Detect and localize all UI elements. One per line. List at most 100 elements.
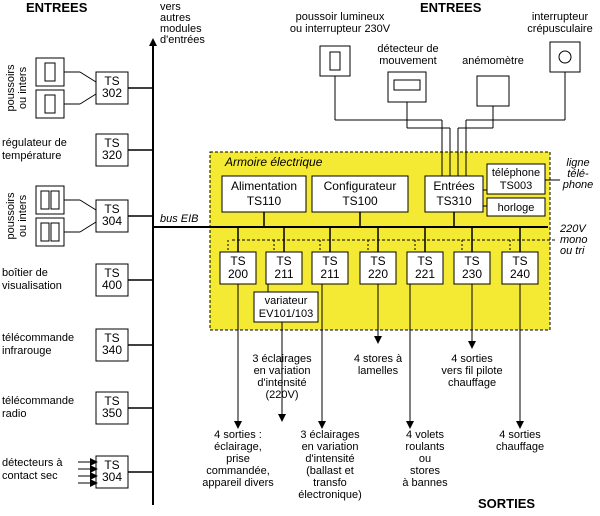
sensor-window-icon <box>393 79 421 91</box>
rocker-icon <box>44 62 56 82</box>
dimmer-box <box>253 291 319 323</box>
inputs-module <box>424 175 484 213</box>
sensor-lens-icon <box>558 50 572 64</box>
module-box <box>95 263 129 297</box>
clock-module <box>486 197 546 217</box>
wire <box>79 93 97 105</box>
rocker-icon <box>40 222 50 242</box>
phone-module <box>486 163 546 195</box>
module-box <box>95 391 129 425</box>
rocker-icon <box>50 222 60 242</box>
module-box <box>95 455 129 489</box>
device-label: poussoirsou inters <box>5 64 29 112</box>
module-box <box>95 199 129 233</box>
device-label: poussoirsou inters <box>5 192 29 240</box>
output-module-box <box>406 251 444 285</box>
heading-outputs: SORTIES <box>478 496 535 511</box>
switch-plate-icon <box>35 185 65 215</box>
module-box <box>95 71 129 105</box>
clock-module-label: horloge <box>498 202 535 214</box>
rocker-icon <box>40 190 50 210</box>
output-module-box <box>311 251 349 285</box>
output-module-box <box>501 251 539 285</box>
heading-inputs-left: ENTREES <box>26 0 88 15</box>
power-supply-module <box>221 175 307 213</box>
output-module-box <box>453 251 491 285</box>
rocker-icon <box>44 94 56 114</box>
module-box <box>95 133 129 167</box>
wire <box>79 71 97 83</box>
configurator-module <box>311 175 409 213</box>
heading-inputs-top: ENTREES <box>420 0 482 15</box>
rocker-icon <box>329 51 341 71</box>
output-module-box <box>219 251 257 285</box>
wire <box>79 199 97 211</box>
wire <box>79 221 97 233</box>
top-input-anemometer: anémomètre <box>457 55 524 176</box>
output-module-box <box>359 251 397 285</box>
rocker-icon <box>50 190 60 210</box>
device-label: anémomètre <box>462 55 524 67</box>
switch-plate-icon <box>35 217 65 247</box>
